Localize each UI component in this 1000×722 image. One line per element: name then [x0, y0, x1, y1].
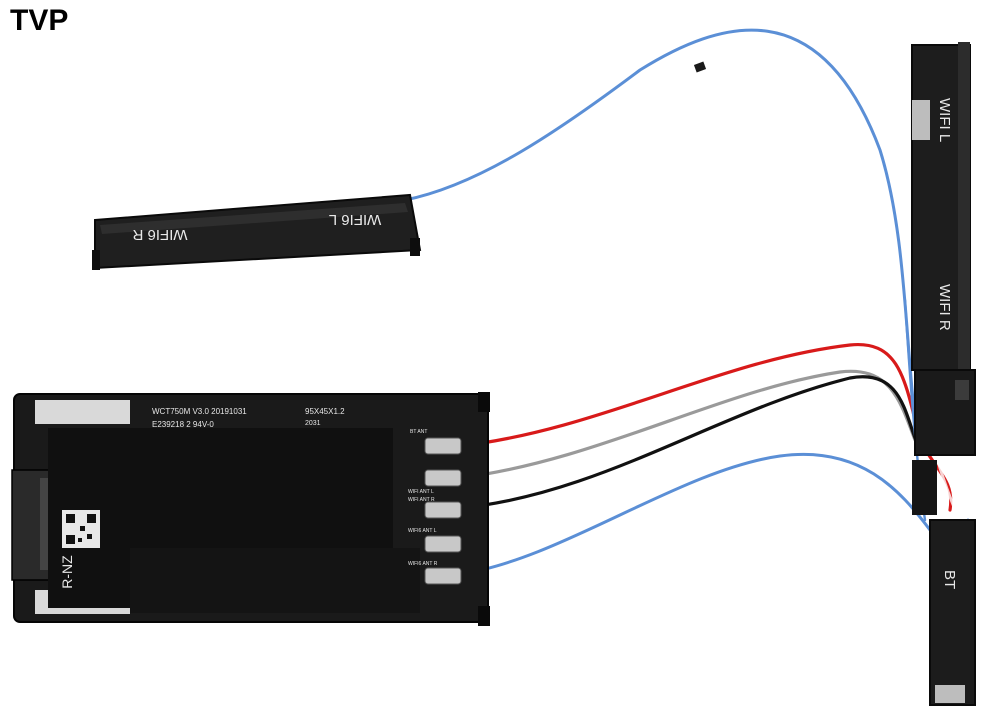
- wifi6-ant-l-label: WIFI6 ANT L: [408, 528, 437, 534]
- coax-cables: [403, 28, 977, 576]
- bt-ant-label: BT ANT: [410, 429, 427, 435]
- cert-text: E239218 2 94V-0: [152, 420, 214, 429]
- grey-cable: [458, 369, 917, 480]
- wifi6-antenna-strip: WIFI6 R WIFI6 L: [92, 193, 422, 270]
- black-cable: [458, 375, 922, 510]
- wifi-ant-r-label: WIFI ANT R: [408, 497, 435, 503]
- model-text: WCT750M V3.0 20191031: [152, 407, 247, 416]
- wifi-l-label: WIFI L: [936, 98, 953, 142]
- wifi6-r-label: WIFI6 R: [132, 226, 187, 243]
- date-code-text: 2031: [305, 420, 321, 427]
- blue-cable-bottom: [458, 452, 972, 576]
- right-antenna-assembly: WIFI L WIFI R BT: [911, 42, 976, 706]
- antenna-connectors: [424, 437, 462, 585]
- wifi6-ant-r-label: WIFI6 ANT R: [408, 561, 438, 567]
- page-title: TVP: [10, 4, 69, 37]
- region-mark: R-NZ: [59, 555, 75, 589]
- wifi-module-board: R-NZ WCT750M V3.0 20191031 95X45X1.2 E23…: [11, 392, 490, 626]
- size-text: 95X45X1.2: [305, 407, 345, 416]
- qr-code: [62, 510, 100, 548]
- wifi6-l-label: WIFI6 L: [329, 211, 382, 228]
- wifi-ant-l-label: WIFI ANT L: [408, 489, 434, 495]
- red-cable: [458, 343, 953, 512]
- cable-ferrule: [693, 61, 707, 73]
- wifi-r-label: WIFI R: [936, 284, 953, 331]
- blue-cable-top: [403, 28, 917, 422]
- bt-label: BT: [941, 570, 958, 589]
